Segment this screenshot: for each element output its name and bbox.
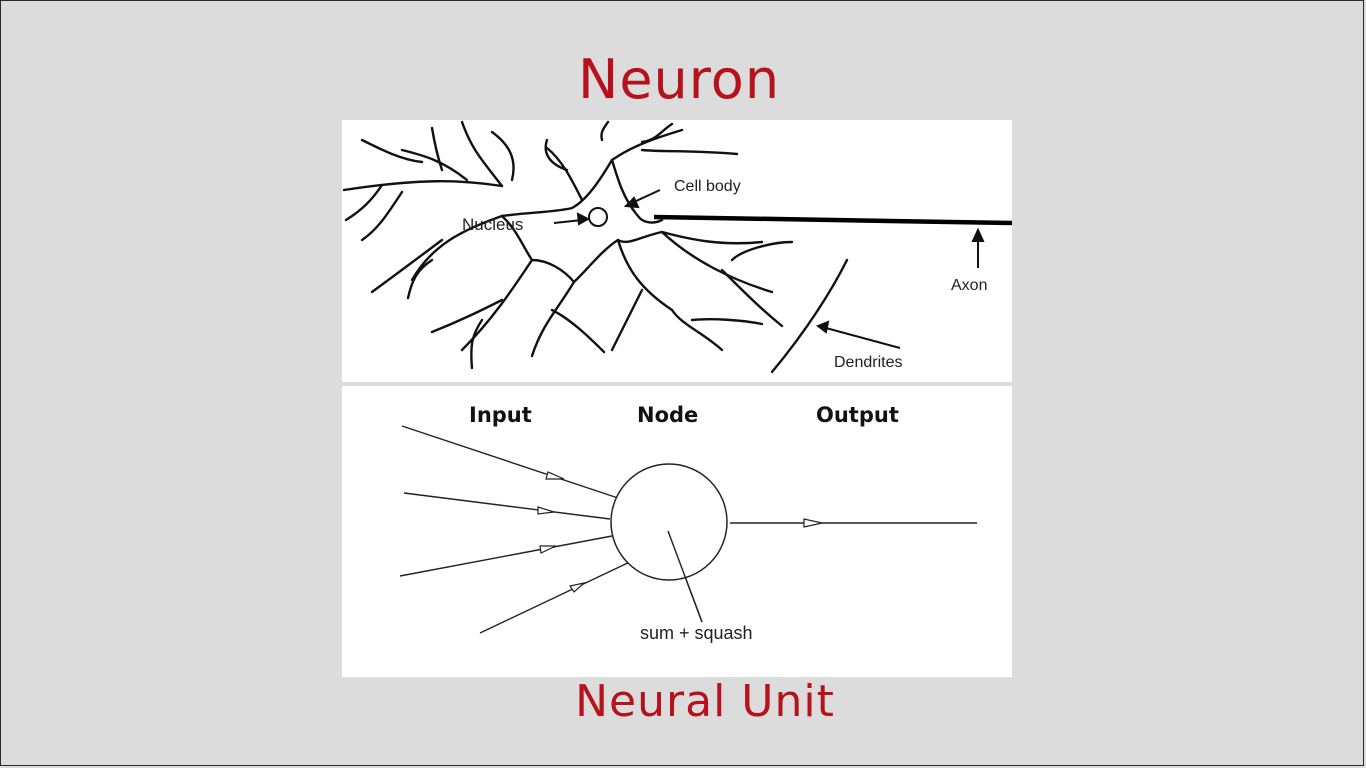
dendrite [660, 230, 774, 294]
cell-body-arrow [633, 189, 661, 203]
output-header: Output [816, 403, 899, 427]
dendrites-arrow [825, 327, 901, 349]
dendrite [690, 318, 764, 326]
slide-title: Neuron [577, 48, 781, 111]
dendrite [616, 238, 674, 312]
dendrite [430, 298, 504, 334]
nucleus-circle [588, 207, 608, 227]
node-pointer [667, 530, 703, 623]
axon-label: Axon [951, 277, 987, 294]
axon-arrowhead [971, 227, 985, 242]
input-arrowhead-2 [537, 506, 555, 515]
node-header: Node [637, 403, 698, 427]
dendrite [430, 126, 444, 172]
input-header: Input [469, 403, 532, 427]
cell-body-label: Cell body [674, 178, 741, 195]
dendrite [770, 258, 849, 374]
dendrite [406, 258, 434, 300]
dendrite [460, 120, 504, 188]
axon-line [653, 214, 1012, 226]
input-line-2 [403, 492, 611, 520]
neural-unit-drawing: Input Node Output sum + squash [399, 403, 977, 643]
cell-body-arrowhead [623, 196, 640, 209]
dendrite [344, 183, 384, 222]
dendrite [730, 240, 794, 262]
dendrite [550, 308, 606, 354]
cell-body-outline [500, 158, 664, 284]
dendrites-label: Dendrites [834, 354, 902, 371]
dendrite [530, 280, 576, 358]
nucleus-label: Nucleus [462, 215, 523, 234]
slide-subtitle: Neural Unit [575, 676, 835, 727]
node-circle [610, 463, 728, 581]
dendrite [370, 238, 444, 294]
output-arrowhead [803, 518, 823, 528]
dendrite [670, 308, 724, 352]
neural-unit-diagram: Input Node Output sum + squash [342, 386, 1012, 677]
dendrite [600, 120, 610, 142]
nucleus-arrowhead [576, 212, 591, 226]
dendrite [360, 138, 424, 164]
dendrite [360, 190, 404, 242]
dendrite [342, 180, 504, 192]
dendrite [610, 288, 644, 352]
nucleus-arrow [553, 219, 583, 224]
neuron-drawing: Cell body Nucleus Axon Dendrites [342, 120, 1012, 374]
input-arrowhead-4 [569, 581, 587, 593]
dendrite [660, 230, 764, 245]
dendrite [470, 318, 484, 370]
input-line-1 [401, 425, 619, 499]
dendrite [410, 214, 504, 282]
dendrite [400, 148, 469, 182]
dendrite [720, 268, 784, 328]
input-line-4 [479, 559, 635, 634]
input-arrowhead-1 [545, 471, 565, 480]
dendrite [640, 122, 674, 144]
neuron-diagram: Cell body Nucleus Axon Dendrites [342, 120, 1012, 382]
input-line-3 [399, 535, 613, 577]
dendrite [460, 258, 534, 352]
dendrite [640, 148, 739, 156]
dendrite [544, 138, 569, 172]
input-arrowhead-3 [539, 545, 557, 554]
dendrite [490, 130, 515, 182]
dendrite [610, 128, 684, 162]
node-function-label: sum + squash [640, 623, 753, 643]
dendrites-arrowhead [815, 320, 830, 334]
dendrite [545, 146, 584, 202]
